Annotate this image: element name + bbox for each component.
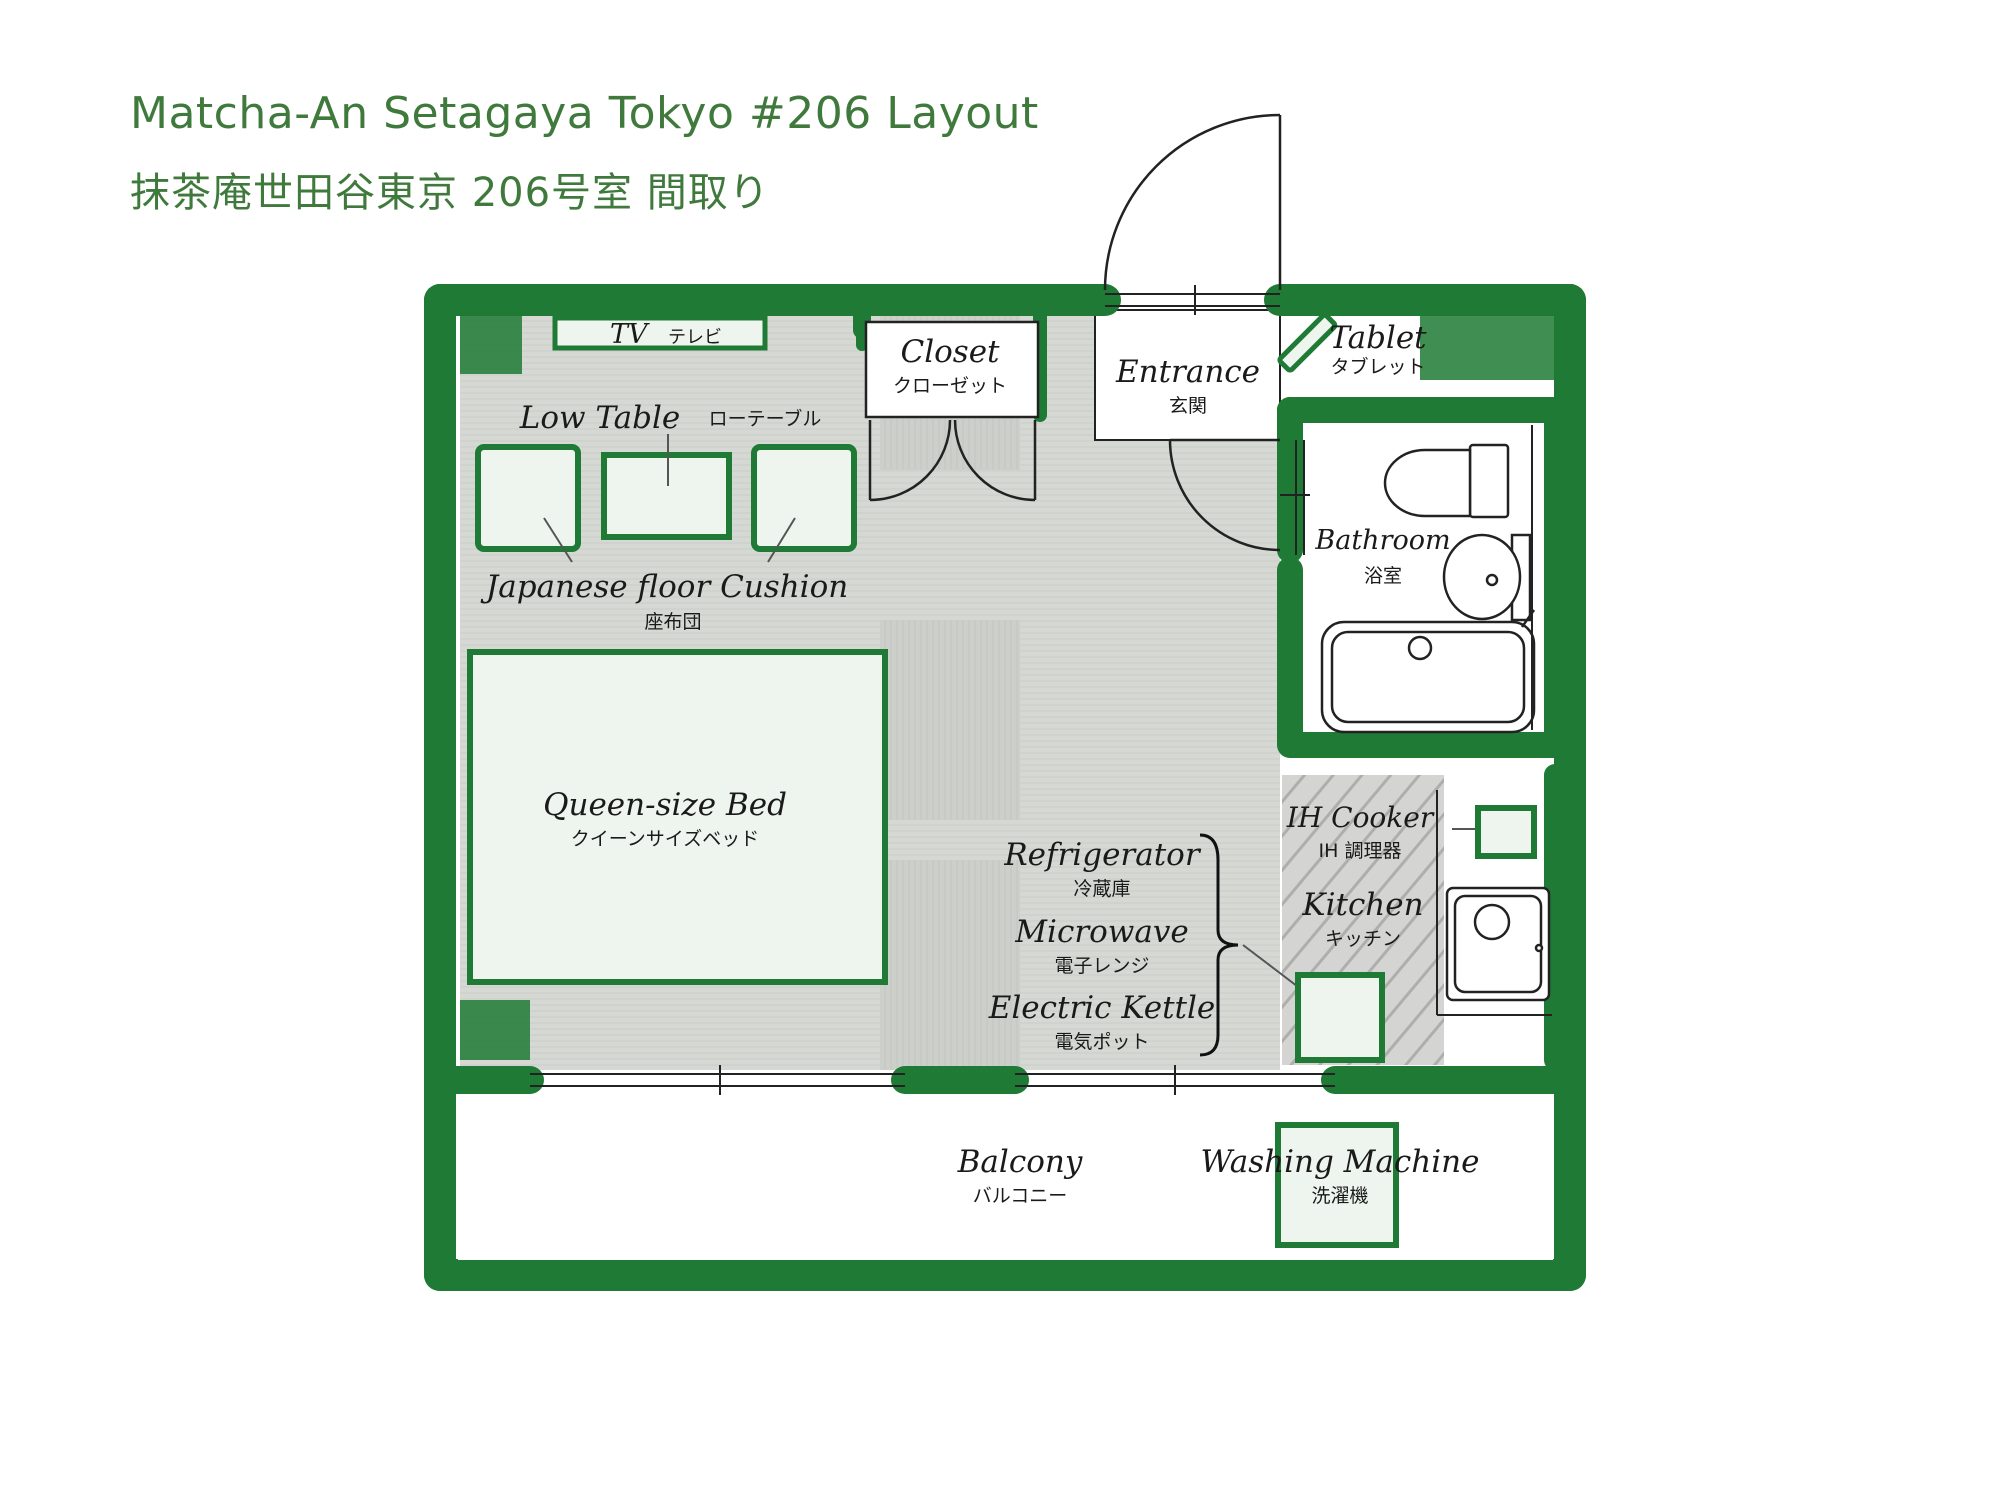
toilet-icon xyxy=(1383,443,1510,519)
bathroom-label-ja: 浴室 xyxy=(1364,565,1402,587)
washing-machine-label: Washing Machine xyxy=(1201,1144,1480,1180)
closet-door-icon xyxy=(864,320,1040,502)
ih-cooker-label: IH Cooker xyxy=(1286,801,1435,834)
windows xyxy=(530,285,1335,1100)
kitchen-sink-icon xyxy=(1445,886,1551,1002)
kitchen-label-ja: キッチン xyxy=(1325,928,1401,950)
tablet-label: Tablet xyxy=(1329,320,1427,356)
entrance-floor xyxy=(1094,309,1281,441)
kettle-label-ja: 電気ポット xyxy=(1054,1031,1149,1053)
washing-machine-icon xyxy=(1275,1122,1399,1248)
tablet-label-ja: タブレット xyxy=(1330,355,1425,378)
bathtub-icon xyxy=(1320,609,1536,734)
title-japanese: 抹茶庵世田谷東京 206号室 間取り xyxy=(130,170,770,216)
cushion-label: Japanese floor Cushion xyxy=(480,569,848,605)
sink-icon xyxy=(1442,533,1532,622)
microwave-label: Microwave xyxy=(1014,914,1188,950)
low-table-label-ja: ローテーブル xyxy=(709,407,822,430)
refrigerator-label-ja: 冷蔵庫 xyxy=(1073,878,1130,900)
cushion-left-icon xyxy=(475,444,581,552)
appliance-brace xyxy=(1199,833,1239,1057)
tv-icon xyxy=(552,315,768,351)
balcony-label: Balcony xyxy=(957,1144,1083,1180)
bed-icon xyxy=(467,649,888,985)
low-table-label: Low Table xyxy=(519,400,681,436)
bed-label-ja: クイーンサイズベッド xyxy=(571,828,759,850)
tv-label: TV xyxy=(610,319,650,350)
entrance-door-icon xyxy=(1103,113,1282,291)
appliance-stand-icon xyxy=(1295,972,1385,1063)
refrigerator-label: Refrigerator xyxy=(1003,837,1202,873)
closet-label-ja: クローゼット xyxy=(893,375,1007,397)
ih-cooker-label-ja: IH 調理器 xyxy=(1319,840,1402,862)
entrance-label: Entrance xyxy=(1115,354,1260,390)
title-english: Matcha-An Setagaya Tokyo #206 Layout xyxy=(130,88,1039,139)
cushion-right-icon xyxy=(751,444,857,552)
pillars xyxy=(460,312,1555,1060)
balcony-label-ja: バルコニー xyxy=(973,1185,1068,1207)
kettle-label: Electric Kettle xyxy=(988,990,1216,1026)
ih-cooker-icon xyxy=(1475,805,1537,859)
tablet-icon xyxy=(1277,312,1338,373)
bathroom-door-icon xyxy=(1168,438,1281,552)
microwave-label-ja: 電子レンジ xyxy=(1054,955,1149,977)
kitchen-label: Kitchen xyxy=(1301,887,1423,923)
washing-machine-label-ja: 洗濯機 xyxy=(1311,1185,1368,1207)
cushion-label-ja: 座布団 xyxy=(644,611,701,633)
bed-label: Queen-size Bed xyxy=(543,787,787,823)
bathroom-label: Bathroom xyxy=(1314,525,1450,556)
low-table-icon xyxy=(601,452,732,540)
entrance-label-ja: 玄関 xyxy=(1169,395,1207,417)
walls xyxy=(424,284,1586,1291)
closet-label: Closet xyxy=(900,334,1000,370)
tv-label-ja: テレビ xyxy=(668,327,722,348)
